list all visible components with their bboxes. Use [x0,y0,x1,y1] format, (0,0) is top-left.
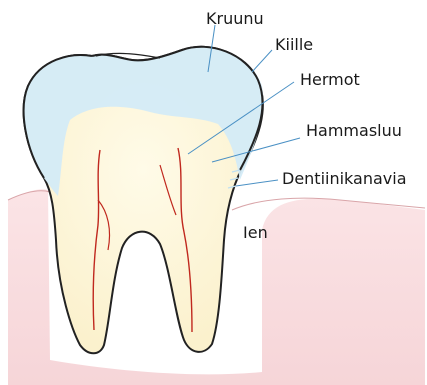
leader-tubules [236,180,278,186]
label-dentin: Hammasluu [306,121,402,140]
label-crown: Kruunu [206,9,264,28]
label-nerve: Hermot [300,70,360,89]
label-tubules: Dentiinikanavia [282,169,407,188]
label-enamel: Kiille [275,35,313,54]
leader-enamel [252,50,272,72]
label-gum: Ien [243,223,268,242]
